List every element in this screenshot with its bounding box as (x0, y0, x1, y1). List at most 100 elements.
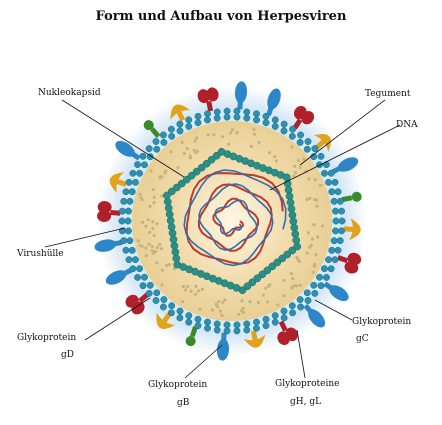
tegument-dot (308, 246, 311, 249)
lipid-bead (281, 315, 287, 321)
tegument-dot (152, 201, 155, 204)
tegument-dot (282, 279, 285, 282)
tegument-dot (240, 299, 243, 302)
lipid-bead (332, 208, 338, 214)
tegument-dot (161, 269, 164, 272)
tegument-dot (195, 136, 198, 139)
lipid-bead (214, 327, 220, 333)
tegument-dot (151, 227, 154, 230)
tegument-dot (181, 141, 184, 144)
tegument-dot (262, 294, 265, 297)
tegument-dot (198, 308, 201, 311)
lipid-bead (316, 274, 322, 280)
capsomere (291, 224, 298, 231)
tegument-dot (315, 205, 318, 208)
lipid-bead (204, 325, 210, 331)
tegument-dot (248, 300, 251, 303)
tegument-dot (235, 131, 238, 134)
tegument-dot (183, 152, 186, 155)
lipid-bead (297, 139, 303, 145)
capsomere (289, 211, 296, 218)
tegument-dot (147, 218, 150, 221)
lipid-bead (186, 123, 192, 129)
tegument-dot (154, 250, 157, 253)
tegument-dot (221, 135, 224, 138)
tegument-dot (153, 196, 156, 199)
tegument-dot (145, 254, 148, 257)
lipid-bead (186, 319, 192, 325)
tegument-dot (155, 222, 158, 225)
lipid-bead (329, 188, 335, 194)
tegument-dot (302, 158, 305, 161)
tegument-dot (151, 220, 154, 223)
lipid-bead (297, 132, 303, 138)
tegument-dot (186, 147, 189, 150)
tegument-dot (253, 133, 256, 136)
capsomere (288, 205, 295, 212)
lipid-bead (121, 237, 127, 243)
lipid-bead (331, 237, 337, 243)
tegument-dot (275, 159, 278, 162)
lipid-bead (140, 153, 146, 159)
tegument-dot (282, 294, 285, 297)
lipid-bead (329, 247, 335, 253)
lipid-bead (123, 247, 129, 253)
tegument-dot (294, 171, 297, 174)
lipid-bead (141, 162, 147, 168)
tegument-dot (268, 151, 271, 154)
lipid-bead (335, 247, 341, 253)
tegument-dot (144, 225, 147, 228)
tegument-dot (321, 224, 324, 227)
lipid-bead (132, 256, 138, 262)
lipid-bead (321, 265, 327, 271)
capsomere (287, 199, 294, 206)
tegument-dot (306, 198, 309, 201)
lipid-bead (125, 228, 131, 234)
lipid-bead (316, 162, 322, 168)
lipid-bead (161, 296, 167, 302)
capsomere (174, 261, 181, 268)
lipid-bead (289, 310, 295, 316)
lipid-bead (141, 274, 147, 280)
lipid-bead (161, 139, 167, 145)
capsomere (165, 204, 172, 211)
lipid-bead (234, 108, 240, 114)
lipid-bead (168, 310, 174, 316)
label-virushuelle: Virushülle (17, 249, 64, 260)
lipid-bead (119, 208, 125, 214)
capsomere (292, 230, 299, 237)
lipid-bead (127, 237, 133, 243)
lipid-bead (281, 308, 287, 314)
lipid-bead (136, 170, 142, 176)
lipid-bead (332, 228, 338, 234)
tegument-dot (291, 285, 294, 288)
tegument-dot (194, 293, 197, 296)
tegument-dot (257, 301, 260, 304)
lipid-bead (129, 188, 135, 194)
tegument-dot (298, 166, 301, 169)
lipid-bead (204, 319, 210, 325)
lipid-bead (154, 146, 160, 152)
lipid-bead (289, 133, 295, 139)
lipid-bead (297, 296, 303, 302)
lipid-bead (224, 328, 230, 334)
lipid-bead (253, 325, 259, 331)
lipid-bead (337, 198, 343, 204)
tegument-dot (156, 246, 159, 249)
lipid-bead (224, 322, 230, 328)
lipid-bead (281, 128, 287, 134)
lipid-bead (186, 312, 192, 318)
lipid-bead (304, 146, 310, 152)
tegument-dot (276, 303, 279, 306)
lipid-bead (177, 315, 183, 321)
tegument-dot (160, 283, 163, 286)
lipid-bead (305, 297, 311, 303)
tegument-dot (194, 285, 197, 288)
label-glykoprotein-gc: Glykoprotein (352, 317, 411, 328)
lipid-bead (338, 208, 344, 214)
label-dna: DNA (396, 120, 418, 131)
lipid-bead (311, 282, 317, 288)
tegument-dot (201, 288, 204, 291)
tegument-dot (221, 301, 224, 304)
lipid-bead (312, 290, 318, 296)
